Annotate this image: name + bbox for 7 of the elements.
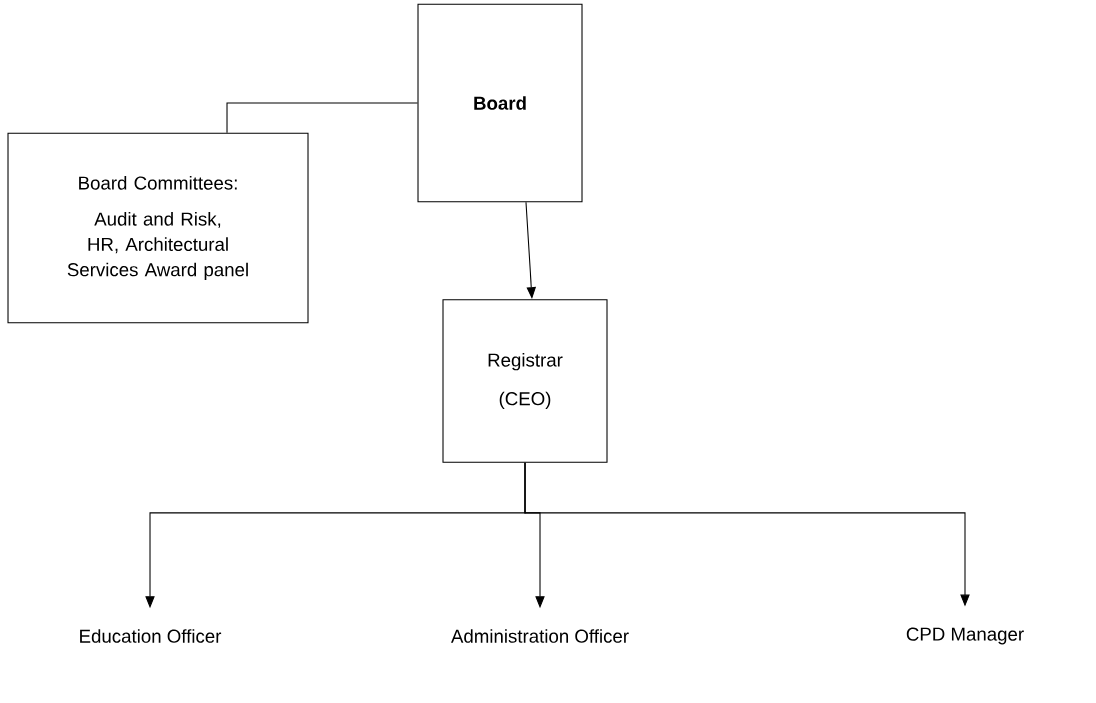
org-box: Board Committees: Audit and Risk, HR, Architectural Services Award panel [7,132,309,324]
role-label: Administration Officer [451,629,629,643]
role-label: CPD Manager [906,627,1024,645]
connector-line [226,102,418,134]
role-label: Education Officer [80,629,222,643]
org-box: Registrar (CEO) [442,299,608,463]
org-box: Board [417,3,583,203]
